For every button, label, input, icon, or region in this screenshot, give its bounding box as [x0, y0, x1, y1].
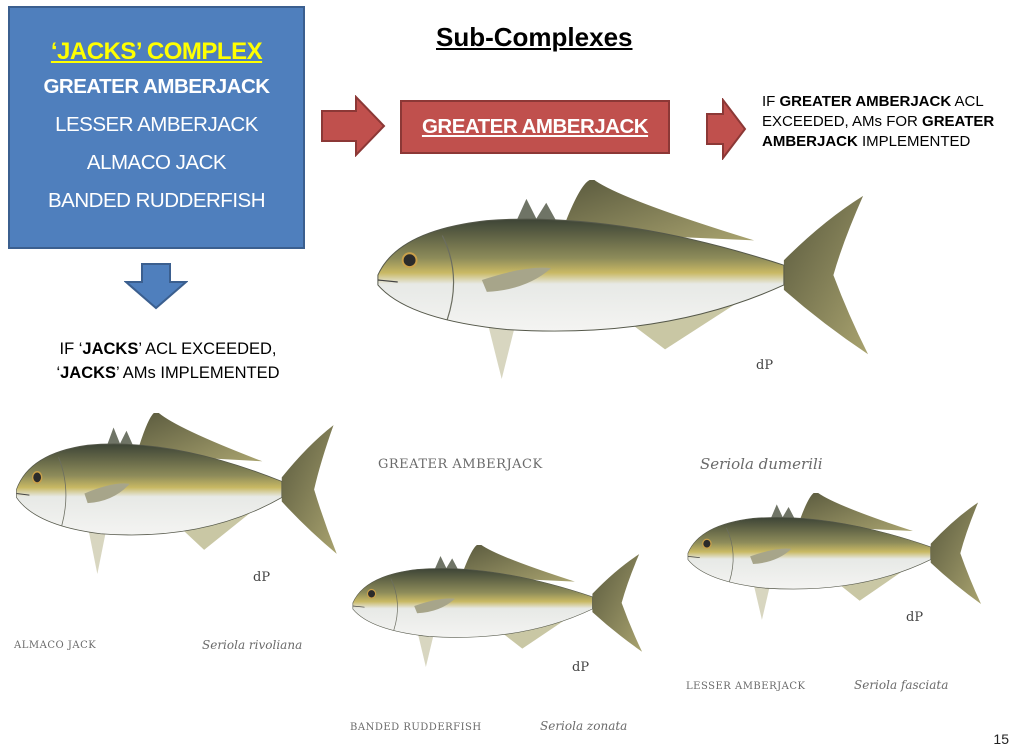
almaco-jack-illustration: [10, 413, 340, 578]
artist-signature: dP: [253, 570, 270, 585]
banded-rudderfish-illustration: [347, 545, 645, 670]
artist-signature: dP: [572, 660, 589, 675]
greater-amberjack-common-name: GREATER AMBERJACK: [378, 457, 543, 472]
banded-rudderfish-scientific-name: Seriola zonata: [540, 719, 627, 733]
lesser-amberjack-scientific-name: Seriola fasciata: [854, 678, 948, 692]
complex-title: ‘JACKS’ COMPLEX: [10, 38, 303, 66]
jacks-note: IF ‘JACKS’ ACL EXCEEDED, ‘JACKS’ AMs IMP…: [28, 337, 308, 385]
note-bold: GREATER AMBERJACK: [780, 93, 952, 110]
complex-item-lesser-amberjack: LESSER AMBERJACK: [10, 106, 303, 144]
subcomplex-title: Sub-Complexes: [436, 22, 633, 53]
jacks-complex-box: ‘JACKS’ COMPLEX GREATER AMBERJACK LESSER…: [8, 6, 305, 249]
note-text: ’ AMs IMPLEMENTED: [116, 364, 280, 382]
note-text: IF ‘: [59, 340, 82, 358]
greater-amberjack-subcomplex-box: GREATER AMBERJACK: [400, 100, 670, 154]
note-bold: JACKS: [82, 340, 138, 358]
right-arrow-icon: [320, 95, 386, 157]
lesser-amberjack-common-name: LESSER AMBERJACK: [686, 681, 805, 692]
note-bold: JACKS: [60, 364, 116, 382]
lesser-amberjack-illustration: [682, 493, 984, 623]
artist-signature: dP: [756, 358, 773, 373]
note-text: IMPLEMENTED: [858, 133, 971, 150]
complex-item-almaco-jack: ALMACO JACK: [10, 144, 303, 182]
complex-item-greater-amberjack: GREATER AMBERJACK: [10, 68, 303, 106]
greater-amberjack-illustration: [368, 180, 873, 385]
almaco-jack-scientific-name: Seriola rivoliana: [202, 638, 302, 652]
complex-item-banded-rudderfish: BANDED RUDDERFISH: [10, 182, 303, 220]
greater-amberjack-note: IF GREATER AMBERJACK ACL EXCEEDED, AMs F…: [762, 92, 1021, 152]
page-number: 15: [993, 731, 1009, 747]
greater-amberjack-scientific-name: Seriola dumerili: [700, 455, 823, 473]
almaco-jack-common-name: ALMACO JACK: [14, 640, 96, 651]
down-arrow-icon: [124, 262, 188, 310]
note-text: IF: [762, 93, 780, 110]
artist-signature: dP: [906, 610, 923, 625]
banded-rudderfish-common-name: BANDED RUDDERFISH: [350, 722, 482, 733]
right-arrow-icon: [705, 98, 747, 160]
